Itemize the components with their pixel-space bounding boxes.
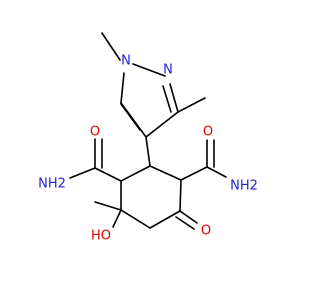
bond-c5-n1	[120, 72, 125, 104]
atom-amide2-oxygen: O	[203, 125, 213, 140]
bonds	[69, 32, 227, 230]
bond-c3-methyl	[177, 97, 206, 113]
bond-amide1-c	[94, 167, 122, 182]
bond-n2-c3	[169, 83, 179, 113]
bond-ring-4	[149, 210, 181, 229]
bond-ring-6	[149, 165, 182, 181]
bond-ring-1	[120, 165, 151, 182]
bond-n1-n2	[132, 63, 166, 77]
atom-amide2-nh2: NH2	[230, 179, 258, 194]
bond-ketone-double	[175, 216, 195, 230]
bond-c4-c5-double	[120, 103, 141, 131]
bond-amide2-n	[206, 166, 227, 178]
bond-amide2-c	[180, 166, 208, 181]
atom-labels: N N O O NH2 NH2 O HO	[38, 54, 258, 244]
bond-ring-3	[120, 209, 151, 229]
bond-c3-c4	[145, 111, 179, 138]
atom-ketone-oxygen: O	[201, 224, 211, 239]
bond-ketone	[179, 210, 198, 224]
bond-quat-methyl	[94, 201, 122, 211]
background	[0, 0, 300, 300]
atom-amide1-nh2: NH2	[38, 177, 66, 192]
bond-methyl-n1	[101, 32, 121, 61]
atom-n1: N	[121, 54, 131, 69]
atom-hydroxyl: HO	[91, 229, 111, 244]
atom-n2: N	[163, 63, 173, 78]
atom-amide1-oxygen: O	[90, 125, 100, 140]
bond-quat-hydroxyl	[112, 209, 122, 228]
bond-pyrazole-ring	[145, 136, 151, 167]
bond-amide1-n	[69, 167, 96, 179]
molecule-structure: N N O O NH2 NH2 O HO	[0, 0, 300, 300]
bond-ring-5	[179, 179, 182, 212]
bond-n2-c3-double	[162, 85, 172, 113]
